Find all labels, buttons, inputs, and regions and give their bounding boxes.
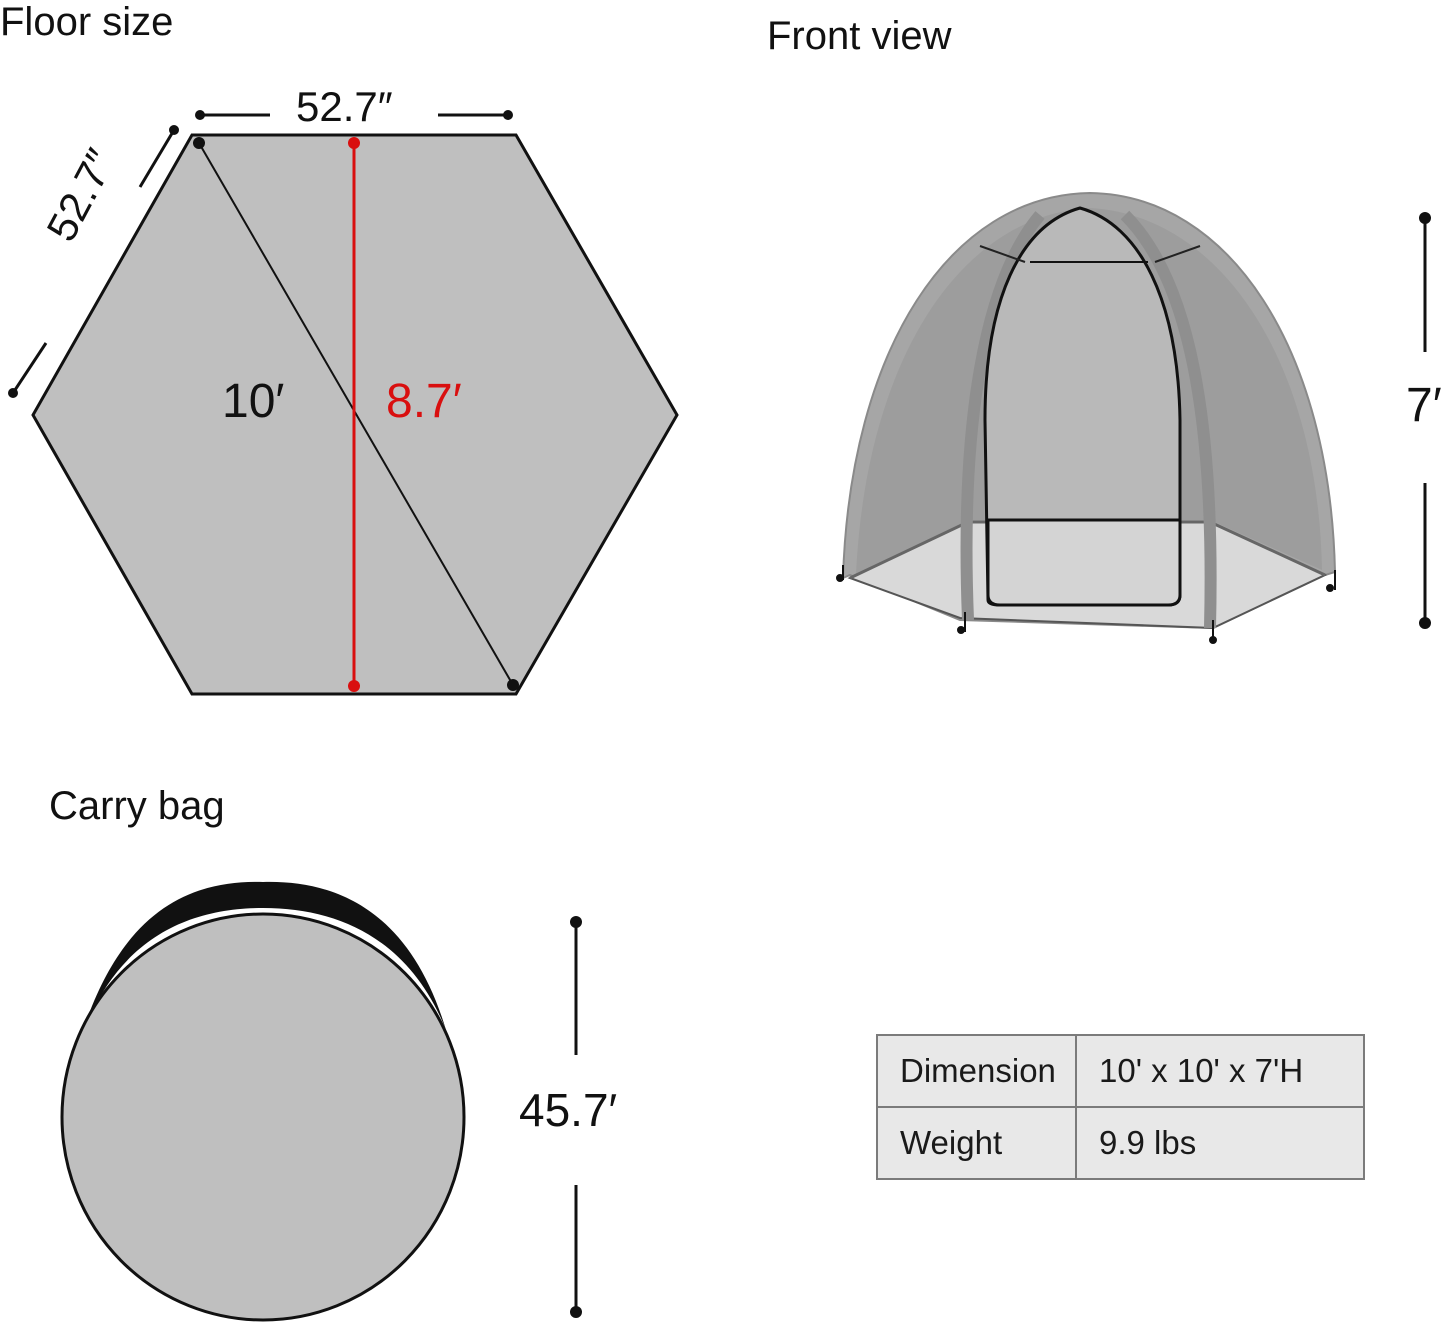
bag-body bbox=[60, 912, 466, 1322]
spec-value: 9.9 lbs bbox=[1075, 1106, 1365, 1180]
spec-label: Weight bbox=[876, 1106, 1077, 1180]
spec-row-dimension: Dimension 10' x 10' x 7'H bbox=[876, 1034, 1365, 1108]
tent-height-label: 7′ bbox=[1406, 379, 1442, 432]
spec-row-weight: Weight 9.9 lbs bbox=[876, 1106, 1365, 1180]
floor-width-label: 8.7′ bbox=[386, 375, 462, 428]
spec-table: Dimension 10' x 10' x 7'H Weight 9.9 lbs bbox=[876, 1034, 1365, 1180]
diagonal-line bbox=[198, 142, 514, 686]
floor-side-top-label: 52.7″ bbox=[296, 83, 393, 130]
spec-label: Dimension bbox=[876, 1034, 1077, 1108]
floor-diagonal-label: 10′ bbox=[222, 375, 285, 428]
front-view-title: Front view bbox=[767, 14, 952, 58]
bag-height-label: 45.7′ bbox=[519, 1084, 618, 1136]
bag-handle bbox=[80, 881, 446, 1040]
carry-bag-title: Carry bag bbox=[49, 784, 225, 828]
tent-stakes bbox=[836, 565, 1336, 644]
spec-value: 10' x 10' x 7'H bbox=[1075, 1034, 1365, 1108]
floor-size-title: Floor size bbox=[0, 0, 174, 44]
